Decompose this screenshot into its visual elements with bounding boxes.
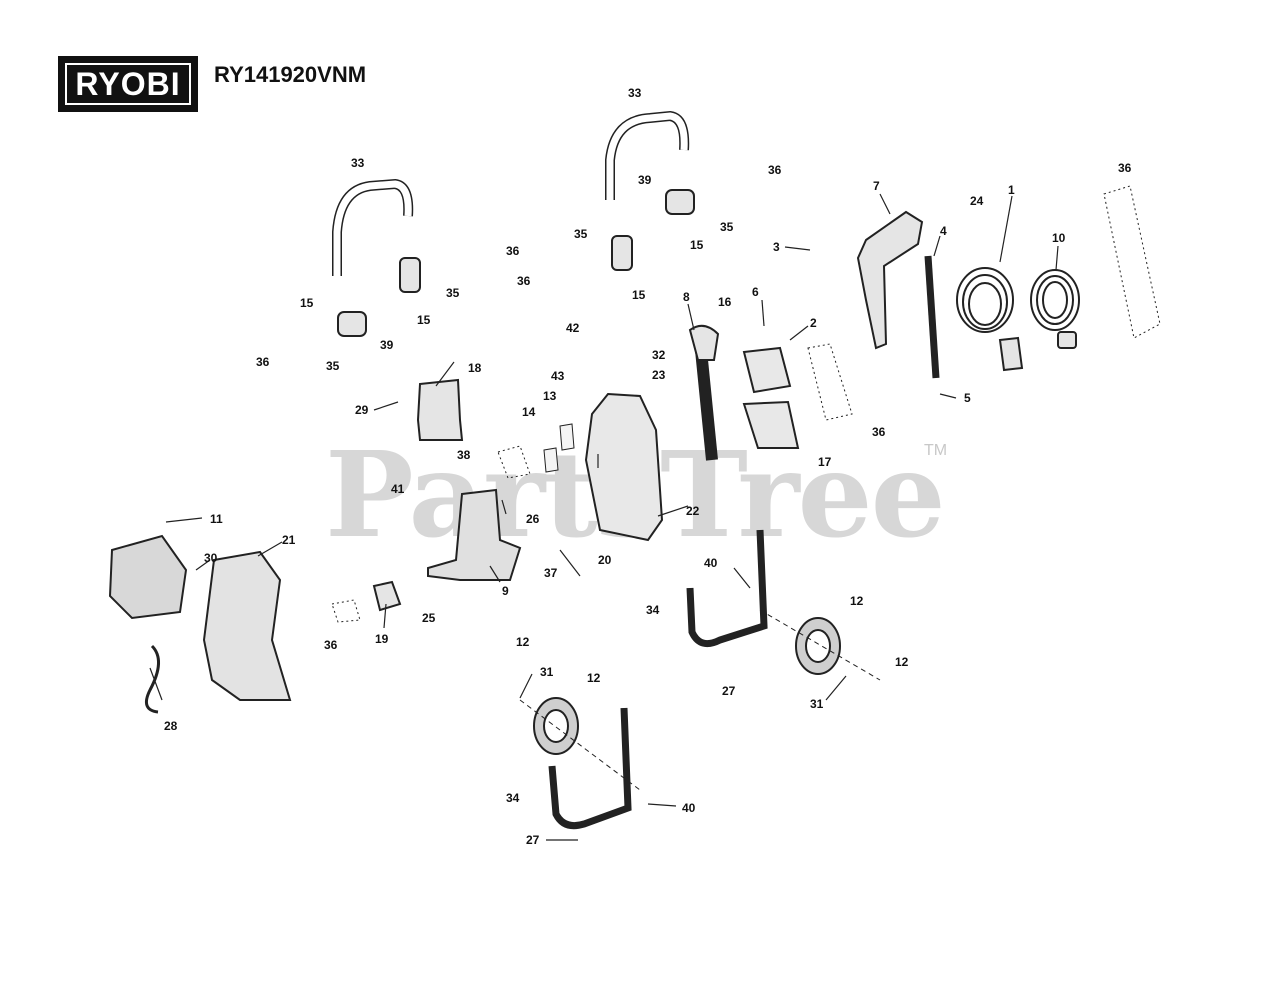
- callout-24[interactable]: 24: [970, 194, 984, 208]
- callout-20[interactable]: 20: [598, 553, 612, 567]
- part-clamp-b[interactable]: [337, 311, 367, 337]
- callout-26[interactable]: 26: [526, 512, 540, 526]
- callout-35-a[interactable]: 35: [446, 286, 460, 300]
- callout-2[interactable]: 2: [810, 316, 817, 330]
- callout-10[interactable]: 10: [1052, 231, 1066, 245]
- callout-3[interactable]: 3: [773, 240, 780, 254]
- callout-36-f[interactable]: 36: [872, 425, 886, 439]
- callout-14[interactable]: 14: [522, 405, 536, 419]
- part-label-14[interactable]: [543, 447, 559, 473]
- part-pump[interactable]: [427, 488, 522, 581]
- callout-31-b[interactable]: 31: [810, 697, 824, 711]
- callout-18[interactable]: 18: [468, 361, 482, 375]
- part-hose-reel[interactable]: [956, 267, 1024, 372]
- callout-41[interactable]: 41: [391, 482, 405, 496]
- part-hardware-panel-c[interactable]: [497, 445, 531, 479]
- part-label-13[interactable]: [559, 423, 575, 451]
- callout-15-c[interactable]: 15: [632, 288, 646, 302]
- brand-logo-text: RYOBI: [65, 63, 191, 105]
- part-clamp-c[interactable]: [611, 235, 633, 271]
- callout-6[interactable]: 6: [752, 285, 759, 299]
- callout-22[interactable]: 22: [686, 504, 700, 518]
- part-bracket-16[interactable]: [742, 346, 792, 394]
- callout-1[interactable]: 1: [1008, 183, 1015, 197]
- part-cord[interactable]: [144, 644, 160, 714]
- callout-35-c[interactable]: 35: [574, 227, 588, 241]
- callout-32[interactable]: 32: [652, 348, 666, 362]
- callout-15-b[interactable]: 15: [417, 313, 431, 327]
- callout-7[interactable]: 7: [873, 179, 880, 193]
- part-hardware-panel-b[interactable]: [807, 343, 853, 421]
- callout-37[interactable]: 37: [544, 566, 558, 580]
- callout-23[interactable]: 23: [652, 368, 666, 382]
- callout-31-a[interactable]: 31: [540, 665, 554, 679]
- part-wand[interactable]: [924, 255, 940, 379]
- callout-5[interactable]: 5: [964, 391, 971, 405]
- callout-27-a[interactable]: 27: [722, 684, 736, 698]
- part-spray-gun[interactable]: [856, 210, 924, 350]
- callout-36-e[interactable]: 36: [256, 355, 270, 369]
- part-clamp-d[interactable]: [665, 189, 695, 215]
- part-lower-frame-a[interactable]: [686, 529, 768, 648]
- callout-35-d[interactable]: 35: [720, 220, 734, 234]
- callout-36-b[interactable]: 36: [768, 163, 782, 177]
- part-hardware-panel-a[interactable]: [1103, 185, 1161, 339]
- callout-11[interactable]: 11: [210, 512, 223, 526]
- part-wheel-a[interactable]: [795, 617, 841, 675]
- part-wheel-b[interactable]: [533, 697, 579, 755]
- callout-40-b[interactable]: 40: [682, 801, 696, 815]
- callout-12-b[interactable]: 12: [895, 655, 909, 669]
- callout-17[interactable]: 17: [818, 455, 832, 469]
- callout-38[interactable]: 38: [457, 448, 471, 462]
- callout-29[interactable]: 29: [355, 403, 369, 417]
- callout-36-d[interactable]: 36: [517, 274, 531, 288]
- callout-28[interactable]: 28: [164, 719, 178, 733]
- part-clamp-a[interactable]: [399, 257, 421, 293]
- callout-35-b[interactable]: 35: [326, 359, 340, 373]
- callout-21[interactable]: 21: [282, 533, 296, 547]
- callout-4[interactable]: 4: [940, 224, 947, 238]
- model-number: RY141920VNM: [214, 62, 367, 87]
- callout-25[interactable]: 25: [422, 611, 436, 625]
- callout-9[interactable]: 9: [502, 584, 509, 598]
- callout-36-a[interactable]: 36: [1118, 161, 1132, 175]
- callout-39-a[interactable]: 39: [638, 173, 652, 187]
- callout-33-a[interactable]: 33: [351, 156, 365, 170]
- callout-30[interactable]: 30: [204, 551, 218, 565]
- callout-36-c[interactable]: 36: [506, 244, 520, 258]
- callout-19[interactable]: 19: [375, 632, 389, 646]
- callout-12-d[interactable]: 12: [587, 671, 601, 685]
- callout-27-b[interactable]: 27: [526, 833, 540, 847]
- header: RYOBI RY141920VNM: [58, 56, 366, 112]
- part-bracket-17[interactable]: [742, 400, 800, 449]
- callout-12-a[interactable]: 12: [850, 594, 864, 608]
- part-top-cover[interactable]: [108, 534, 188, 620]
- watermark-trademark: TM: [924, 442, 948, 459]
- callout-34-b[interactable]: 34: [506, 791, 520, 805]
- callout-8[interactable]: 8: [683, 290, 690, 304]
- part-shroud[interactable]: [202, 550, 292, 701]
- callout-40-a[interactable]: 40: [704, 556, 718, 570]
- callout-36-g[interactable]: 36: [324, 638, 338, 652]
- part-hose-coil[interactable]: [1030, 269, 1080, 349]
- callout-15-d[interactable]: 15: [690, 238, 704, 252]
- callout-34-a[interactable]: 34: [646, 603, 660, 617]
- callout-13[interactable]: 13: [543, 389, 557, 403]
- part-filter[interactable]: [416, 378, 464, 441]
- part-clip-19[interactable]: [372, 580, 402, 612]
- callout-16[interactable]: 16: [718, 295, 732, 309]
- callout-43[interactable]: 43: [551, 369, 565, 383]
- part-main-frame[interactable]: [584, 392, 664, 542]
- callout-15-a[interactable]: 15: [300, 296, 314, 310]
- part-lower-frame-b[interactable]: [548, 707, 632, 830]
- callout-39-b[interactable]: 39: [380, 338, 394, 352]
- callout-12-c[interactable]: 12: [516, 635, 530, 649]
- part-hardware-panel-d[interactable]: [331, 599, 361, 623]
- brand-logo: RYOBI: [58, 56, 198, 112]
- callout-33-b[interactable]: 33: [628, 86, 642, 100]
- callout-42[interactable]: 42: [566, 321, 580, 335]
